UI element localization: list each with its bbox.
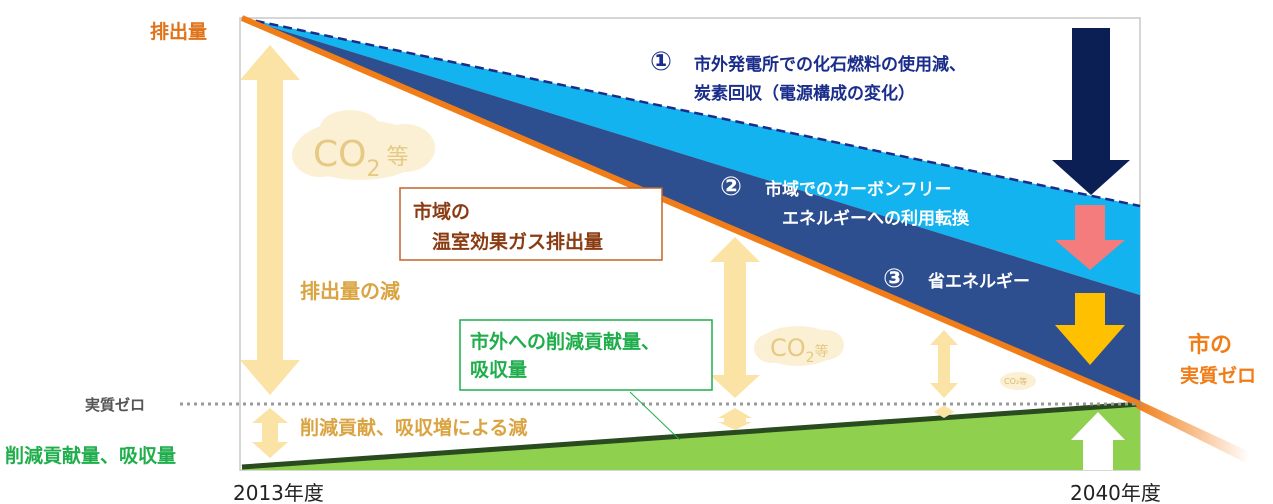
emission-reduction-label: 排出量の減 [300,279,400,303]
middle-reduction-arrow [710,237,760,398]
ghg-callout-line2: 温室効果ガス排出量 [432,230,603,253]
baseline-dashed-line [241,16,1141,208]
svg-text:市域でのカーボンフリー: 市域でのカーボンフリー [765,179,952,200]
contribution-callout-line2: 吸収量 [470,359,527,381]
co2-cloud-large [292,110,435,180]
co2-small-text: CO₂等 [1004,376,1027,386]
svg-text:①: ① [650,47,672,77]
year-start-label: 2013年度 [233,481,324,504]
emissions-line [240,15,1142,407]
emissions-line-extension [1136,400,1250,462]
ghg-callout-line1: 市域の [413,200,470,223]
year-end-label: 2040年度 [1070,481,1161,504]
measure-3-arrow [1055,293,1125,365]
svg-text:省エネルギー: 省エネルギー [927,271,1030,292]
measure-1-label: ① 市外発電所での化石燃料の使用減、 炭素回収（電源構成の変化） [650,47,966,104]
svg-text:③: ③ [883,264,905,294]
emission-reduction-arrow [240,45,300,395]
measure-2-label: ② 市域でのカーボンフリー エネルギーへの利用転換 [720,172,970,229]
contribution-callout-connector [629,391,681,441]
co2-cloud-small [1000,372,1036,390]
svg-text:②: ② [720,172,742,202]
svg-text:炭素回収（電源構成の変化）: 炭素回収（電源構成の変化） [694,83,915,104]
svg-text:市外発電所での化石燃料の使用減、: 市外発電所での化石燃料の使用減、 [694,54,966,75]
middle-small-arrow [718,408,752,430]
measure-3-label: ③ 省エネルギー [883,264,1030,294]
svg-text:エネルギーへの利用転換: エネルギーへの利用転換 [782,208,970,229]
measure-1-arrow [1052,28,1130,195]
co2-cloud-medium [754,326,844,366]
contribution-callout-line1: 市外への削減貢献量、 [470,330,660,353]
co2-medium-text: CO2等 [770,334,829,366]
contribution-reduction-arrow [252,408,288,458]
contribution-line [241,401,1141,470]
city-net-zero-line1: 市の [1188,332,1232,358]
reduction-by-contribution-label: 削減貢献、吸収増による減 [300,416,527,439]
measure-2-arrow [1055,205,1125,270]
city-net-zero-line2: 実質ゼロ [1180,364,1256,387]
net-zero-label: 実質ゼロ [85,396,145,414]
emissions-label: 排出量 [150,20,207,43]
ghg-callout-box [399,187,663,261]
absorption-up-arrow [1071,412,1125,470]
right-reduction-arrow [930,330,958,398]
reduction-absorption-label: 削減貢献量、吸収量 [5,444,176,467]
right-small-arrow [934,405,954,418]
contribution-callout-box [459,319,713,391]
